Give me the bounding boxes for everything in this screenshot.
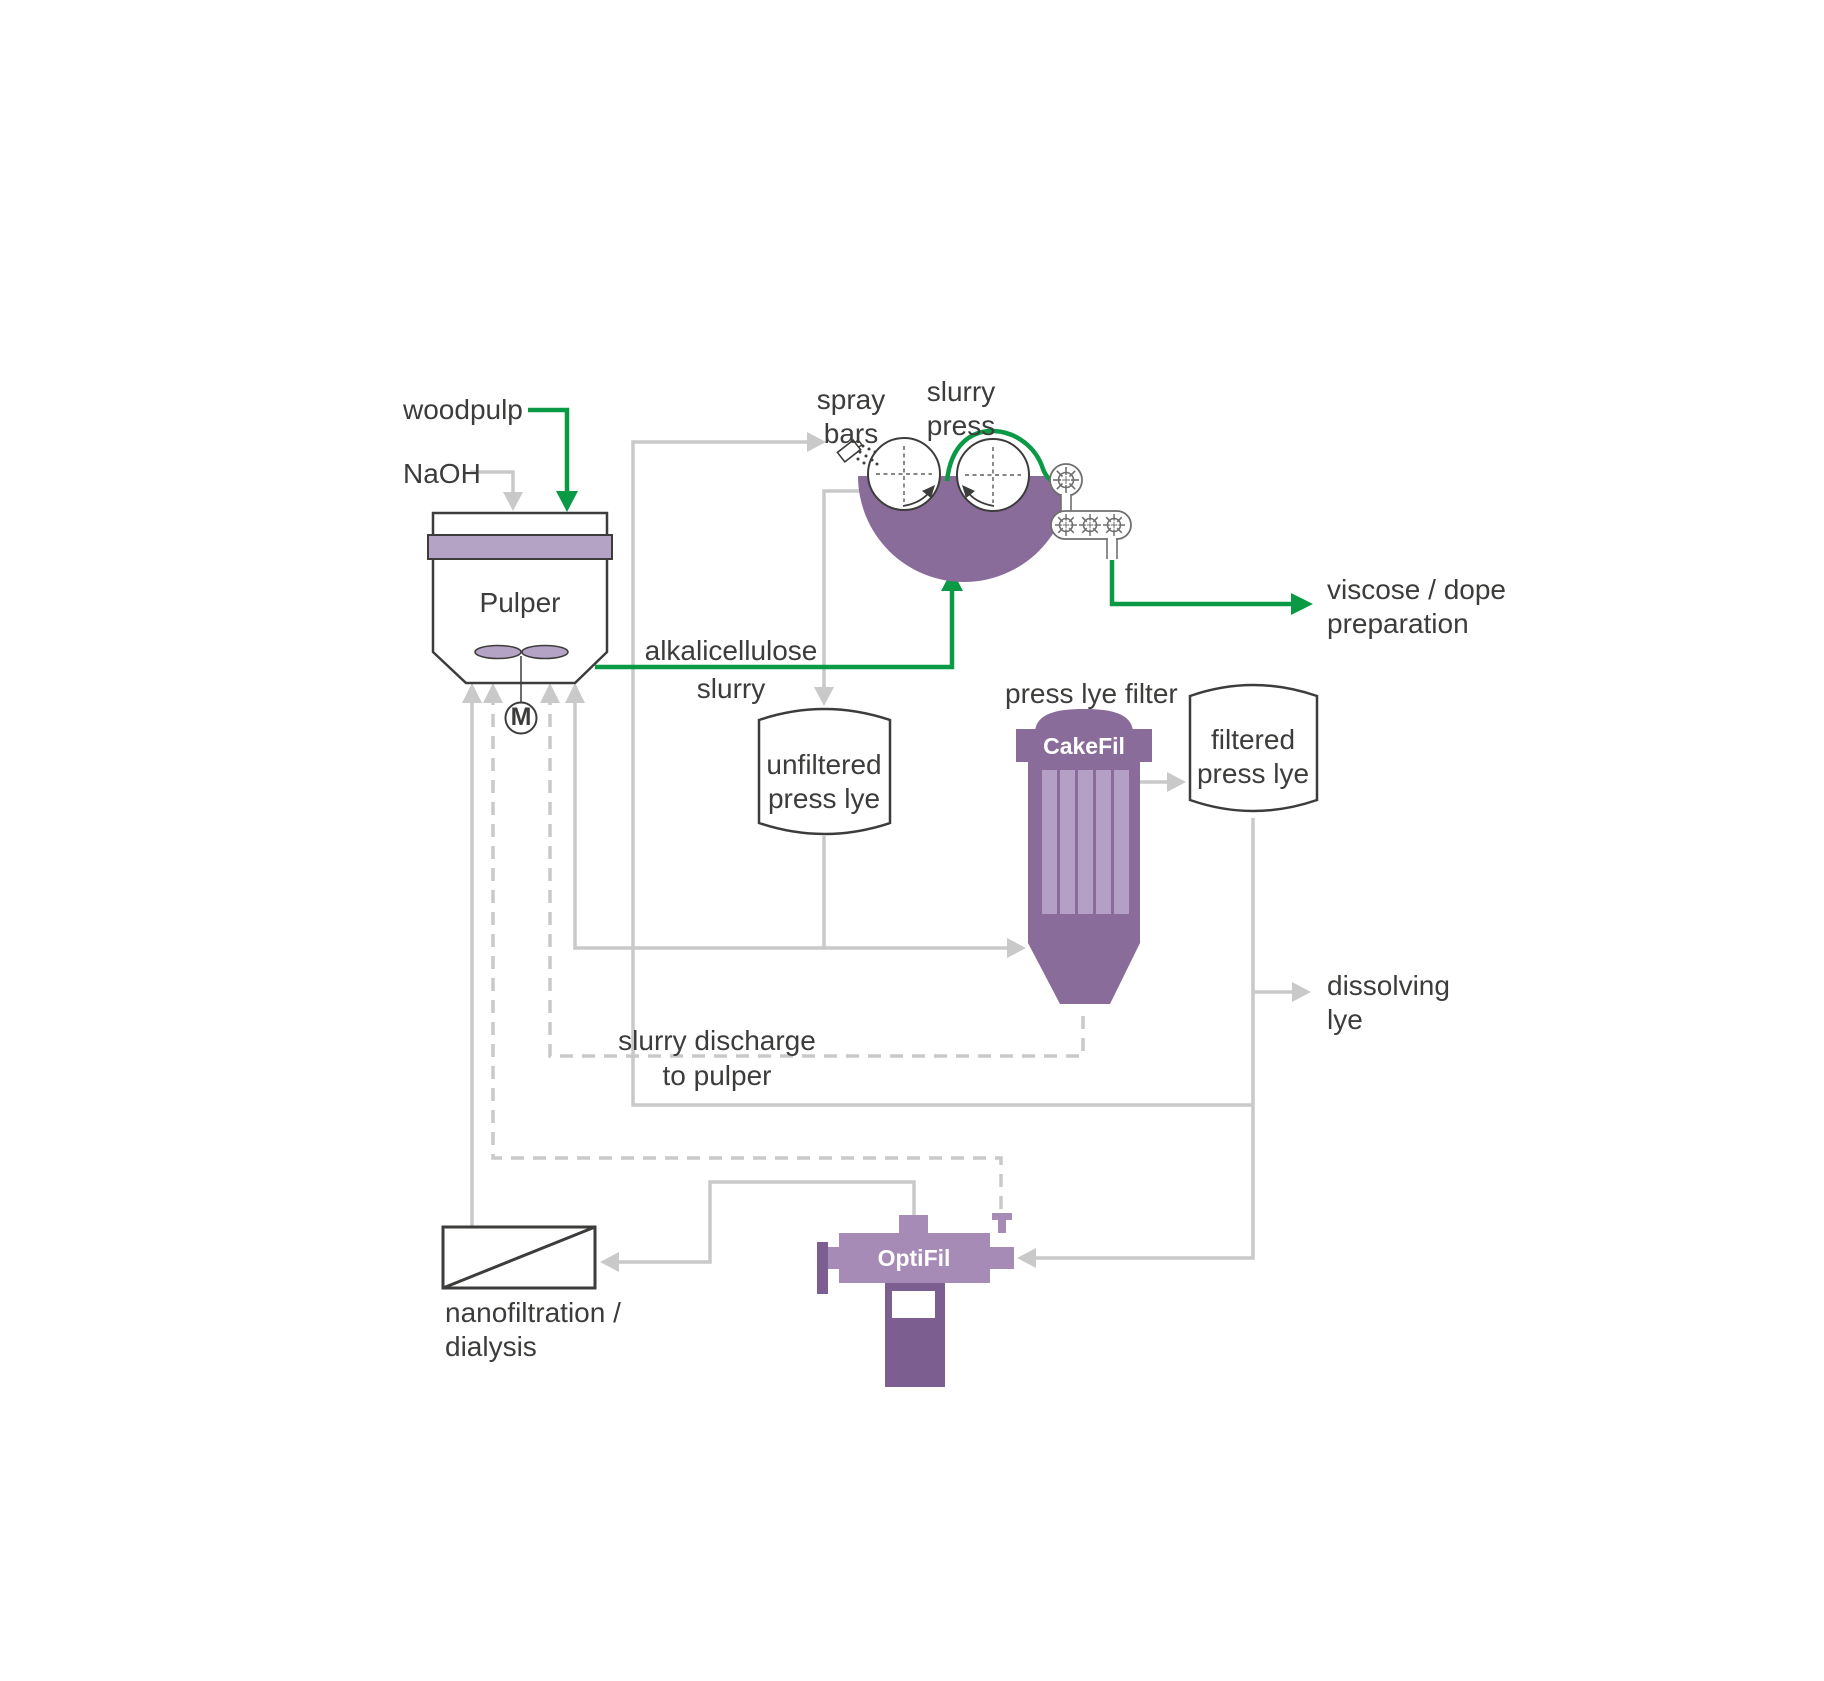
press-roll-left bbox=[867, 437, 941, 511]
label-cakefil: CakeFil bbox=[1043, 733, 1125, 759]
filtered-tank bbox=[1188, 683, 1319, 813]
label-motor: M bbox=[510, 703, 532, 731]
press-roll-right bbox=[956, 438, 1030, 512]
label-slurry-discharge: slurry discharge bbox=[618, 1025, 816, 1056]
label-viscose-dope: viscose / dope preparation bbox=[1327, 574, 1506, 639]
arrowhead-optifil-in-icon bbox=[1017, 1248, 1036, 1268]
roll-rotation-arrows bbox=[902, 485, 995, 507]
label-nanofiltration: nanofiltration / dialysis bbox=[445, 1297, 621, 1362]
cakefil-vessel bbox=[1016, 709, 1152, 1004]
flow-line-optifil-to-nano bbox=[617, 1180, 916, 1264]
green-flow-lines bbox=[528, 407, 1293, 670]
label-dissolving-lye: dissolving lye bbox=[1327, 970, 1450, 1035]
label-slurry-discharge-2: to pulper bbox=[662, 1060, 772, 1091]
dashed-line-cakefil-discharge bbox=[548, 692, 1085, 1058]
agitator-icon bbox=[474, 644, 569, 703]
slurry-press-unit bbox=[836, 428, 1132, 582]
label-alkalicellulose: alkalicellulose bbox=[644, 635, 818, 666]
flow-line-naoh bbox=[470, 470, 515, 494]
arrowhead-spray-icon bbox=[807, 432, 826, 452]
arrowhead-cakefil-in-icon bbox=[1007, 938, 1026, 958]
shredder-icon bbox=[1049, 463, 1132, 560]
label-pulper: Pulper bbox=[479, 587, 561, 618]
label-filtered-press-lye: filtered press lye bbox=[1196, 724, 1310, 789]
optifil-device bbox=[817, 1213, 1014, 1387]
arrowhead-dissolving-icon bbox=[1292, 982, 1311, 1002]
pulper-vessel bbox=[427, 511, 613, 735]
label-spray-bars: spray bars bbox=[816, 384, 886, 449]
dashed-return-lines bbox=[491, 692, 1085, 1212]
flow-line-filtered-lye-down bbox=[1034, 818, 1255, 1260]
pulper-band bbox=[427, 534, 613, 560]
arrowhead-filtered-in-icon bbox=[1167, 772, 1186, 792]
label-woodpulp: woodpulp bbox=[403, 394, 523, 425]
label-alkalicellulose-2: slurry bbox=[696, 673, 766, 704]
unfiltered-tank bbox=[757, 707, 892, 836]
flow-line-spray-feed bbox=[631, 440, 1253, 1107]
gray-arrowheads bbox=[462, 432, 1311, 1272]
arrowhead-naoh-icon bbox=[503, 492, 523, 511]
nanofiltration-box bbox=[441, 1225, 597, 1290]
arrowhead-pulper-c-icon bbox=[540, 683, 560, 703]
flow-line-press-out bbox=[1109, 556, 1293, 607]
press-web-green-arc bbox=[944, 428, 1054, 484]
arrowhead-pulper-b-icon bbox=[483, 683, 503, 703]
label-unfiltered-press-lye: unfiltered press lye bbox=[766, 749, 882, 814]
arrowhead-pulper-d-icon bbox=[565, 683, 585, 703]
roll-crosshairs bbox=[876, 446, 1021, 503]
label-naoh: NaOH bbox=[403, 458, 481, 489]
motor-icon bbox=[504, 701, 538, 735]
cakefil-filter-candles bbox=[1042, 770, 1129, 914]
arrowhead-nano-in-icon bbox=[600, 1252, 619, 1272]
flow-line-lye-to-pulper bbox=[573, 692, 1009, 950]
label-optifil: OptiFil bbox=[877, 1245, 951, 1271]
dashed-line-optifil-discharge bbox=[491, 692, 1003, 1212]
arrowhead-tank-in-icon bbox=[814, 687, 834, 706]
arrowhead-viscose-icon bbox=[1291, 593, 1313, 615]
optifil-window bbox=[892, 1291, 935, 1318]
arrowhead-woodpulp-icon bbox=[556, 491, 578, 512]
label-press-lye-filter: press lye filter bbox=[1005, 678, 1178, 709]
spray-nozzle-icon bbox=[836, 438, 879, 466]
flow-line-woodpulp bbox=[528, 407, 570, 494]
arrowhead-pulper-a-icon bbox=[462, 683, 482, 703]
flow-line-slurry-main bbox=[595, 588, 955, 670]
label-slurry-press: slurry press bbox=[926, 376, 996, 441]
